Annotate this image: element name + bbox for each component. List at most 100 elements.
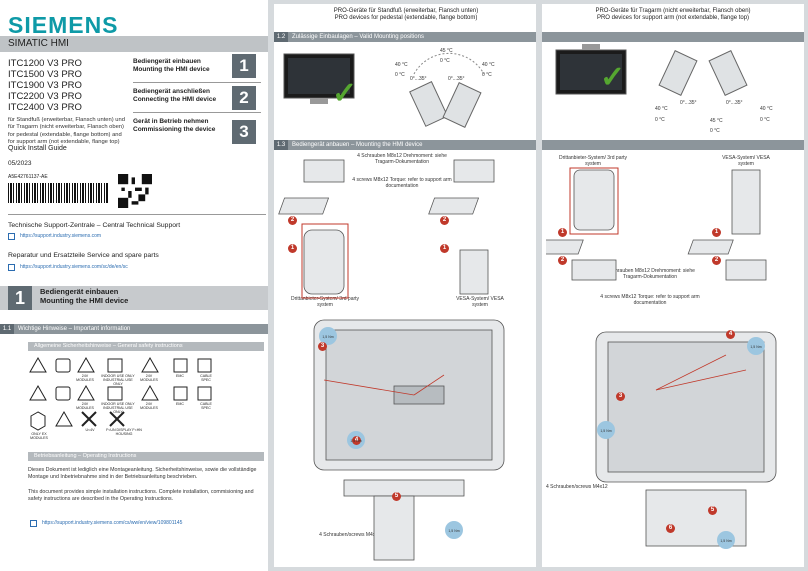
- section-1-bar: [0, 286, 268, 310]
- variant-en: for pedestal (extendable, flange bottom)…: [8, 132, 122, 145]
- operating-instructions-link[interactable]: https://support.industry.siemens.com/cs/…: [42, 520, 183, 526]
- pedestal-title: PRO-Geräte für Standfuß (erweiterbar, Fl…: [333, 8, 479, 21]
- temp-label: 0 °C: [655, 117, 665, 123]
- external-link-icon: [30, 520, 37, 527]
- angle-label: 0°...35°: [448, 76, 465, 82]
- model-list: ITC1200 V3 PRO ITC1500 V3 PRO ITC1900 V3…: [8, 58, 82, 113]
- warn-label: CABLE SPEC: [200, 374, 212, 382]
- mounting-illustrations-pedestal: [278, 159, 505, 561]
- angle-label: 0°...35°: [680, 100, 697, 106]
- flange-part: [571, 259, 617, 281]
- model-item: ITC2200 V3 PRO: [8, 91, 82, 102]
- temp-label: 40 °C: [395, 62, 408, 68]
- header-bar: [542, 32, 804, 42]
- temp-label: 40 °C: [482, 62, 495, 68]
- variant-de: für Standfuß (erweiterbar, Flansch unten…: [8, 117, 125, 130]
- torque-label: 1,5 Nm: [322, 335, 334, 339]
- step-badge: 3: [616, 392, 625, 401]
- step-badge: 4: [352, 436, 361, 445]
- external-link-icon: [8, 233, 15, 240]
- doc-type: Quick Install Guide: [8, 145, 67, 152]
- third-party-pole: [573, 169, 615, 231]
- model-item: ITC1200 V3 PRO: [8, 58, 82, 69]
- step-badge: 2: [288, 216, 297, 225]
- divider: [133, 112, 261, 113]
- warn-label: 24V MODULES: [76, 374, 94, 382]
- warning-triangle-icon: [141, 356, 159, 373]
- step-badge: 2: [440, 216, 449, 225]
- cable-spec-icon: [197, 386, 212, 401]
- angle-label: 0°...35°: [726, 100, 743, 106]
- divider: [8, 214, 266, 215]
- temp-label: 0 °C: [395, 72, 405, 78]
- pedestal-column: [373, 495, 415, 561]
- warning-triangle-icon: [141, 384, 159, 401]
- step-3-number: 3: [232, 120, 256, 144]
- product-title: SIMATIC HMI: [8, 38, 69, 49]
- temp-label: 0 °C: [440, 58, 450, 64]
- manual-icon: [55, 358, 71, 373]
- warn-label: ONLY EX MODULES: [30, 432, 48, 440]
- manual-icon: [55, 386, 71, 401]
- third-party-label: Drittanbieter-System/ 3rd party system: [290, 296, 360, 308]
- indoor-icon: [107, 358, 123, 373]
- step-1-number: 1: [232, 54, 256, 78]
- third-party-label: Drittanbieter-System/ 3rd party system: [558, 155, 628, 167]
- step-2-number: 2: [232, 86, 256, 110]
- external-link-icon: [8, 264, 15, 271]
- emc-icon: [173, 358, 188, 373]
- screws-m4-label: 4 Schrauben/screws M4x12: [319, 532, 381, 538]
- warn-label: F<UN DISPLAY F<HN HOUSING: [106, 428, 142, 436]
- temp-label: 40 °C: [760, 106, 773, 112]
- doc-date: 05/2023: [8, 160, 32, 167]
- warning-triangle-icon: [29, 384, 47, 401]
- step-badge: 2: [558, 256, 567, 265]
- vesa-label: VESA-System/ VESA system: [456, 296, 504, 308]
- qr-code: [118, 174, 152, 208]
- warning-triangle-icon: [55, 410, 73, 427]
- step-badge: 6: [666, 524, 675, 533]
- flange-part: [303, 159, 345, 183]
- spare-parts-link[interactable]: https://support.industry.siemens.com/sc/…: [20, 264, 128, 270]
- warn-label: INDOOR USE ONLY INDUSTRIAL USE ONLY: [101, 402, 135, 414]
- temp-label: 0 °C: [710, 128, 720, 134]
- step-badge: 4: [726, 330, 735, 339]
- header-bar: [542, 140, 804, 150]
- step-badge: 2: [712, 256, 721, 265]
- warn-label: 24V MODULES: [76, 402, 94, 410]
- screws-m8-en: 4 screws M8x12 Torque: refer to support …: [600, 294, 700, 306]
- warn-label: 24V MODULES: [140, 374, 158, 382]
- warn-label: INDOOR USE ONLY INDUSTRIAL USE ONLY: [101, 374, 135, 386]
- model-item: ITC1500 V3 PRO: [8, 69, 82, 80]
- support-link[interactable]: https://support.industry.siemens.com: [20, 233, 102, 239]
- section-1-number: 1: [8, 286, 32, 310]
- title-bar: [0, 36, 268, 52]
- angle-label: 0°...35°: [410, 76, 427, 82]
- cable-spec-icon: [197, 358, 212, 373]
- temp-label: 40 °C: [655, 106, 668, 112]
- checkmark-icon: ✓: [600, 61, 626, 94]
- step-badge: 1: [440, 244, 449, 253]
- warn-label: EMC: [176, 374, 184, 378]
- screws-m4-label: 4 Schrauben/screws M4x12: [546, 484, 608, 490]
- temp-label: 0 °C: [482, 72, 492, 78]
- step-badge: 1: [712, 228, 721, 237]
- support-arm-title: PRO-Geräte für Tragarm (nicht erweiterba…: [595, 8, 751, 21]
- vesa-pole: [459, 249, 489, 295]
- torque-badge: [747, 337, 765, 355]
- torque-badge: [445, 521, 463, 539]
- left-column: SIEMENS SIMATIC HMI ITC1200 V3 PRO ITC15…: [0, 0, 268, 571]
- torque-badge: [597, 421, 615, 439]
- article-number: A5E42761137-AE: [8, 174, 48, 180]
- spare-parts-title: Reparatur und Ersatzteile Service and sp…: [8, 252, 159, 259]
- safety-header: Allgemeine Sicherheitshinweise – General…: [28, 342, 264, 351]
- flange-part: [453, 159, 495, 183]
- screws-m8-de: 4 Schrauben M8x12 Drehmoment: siehe Trag…: [605, 268, 695, 280]
